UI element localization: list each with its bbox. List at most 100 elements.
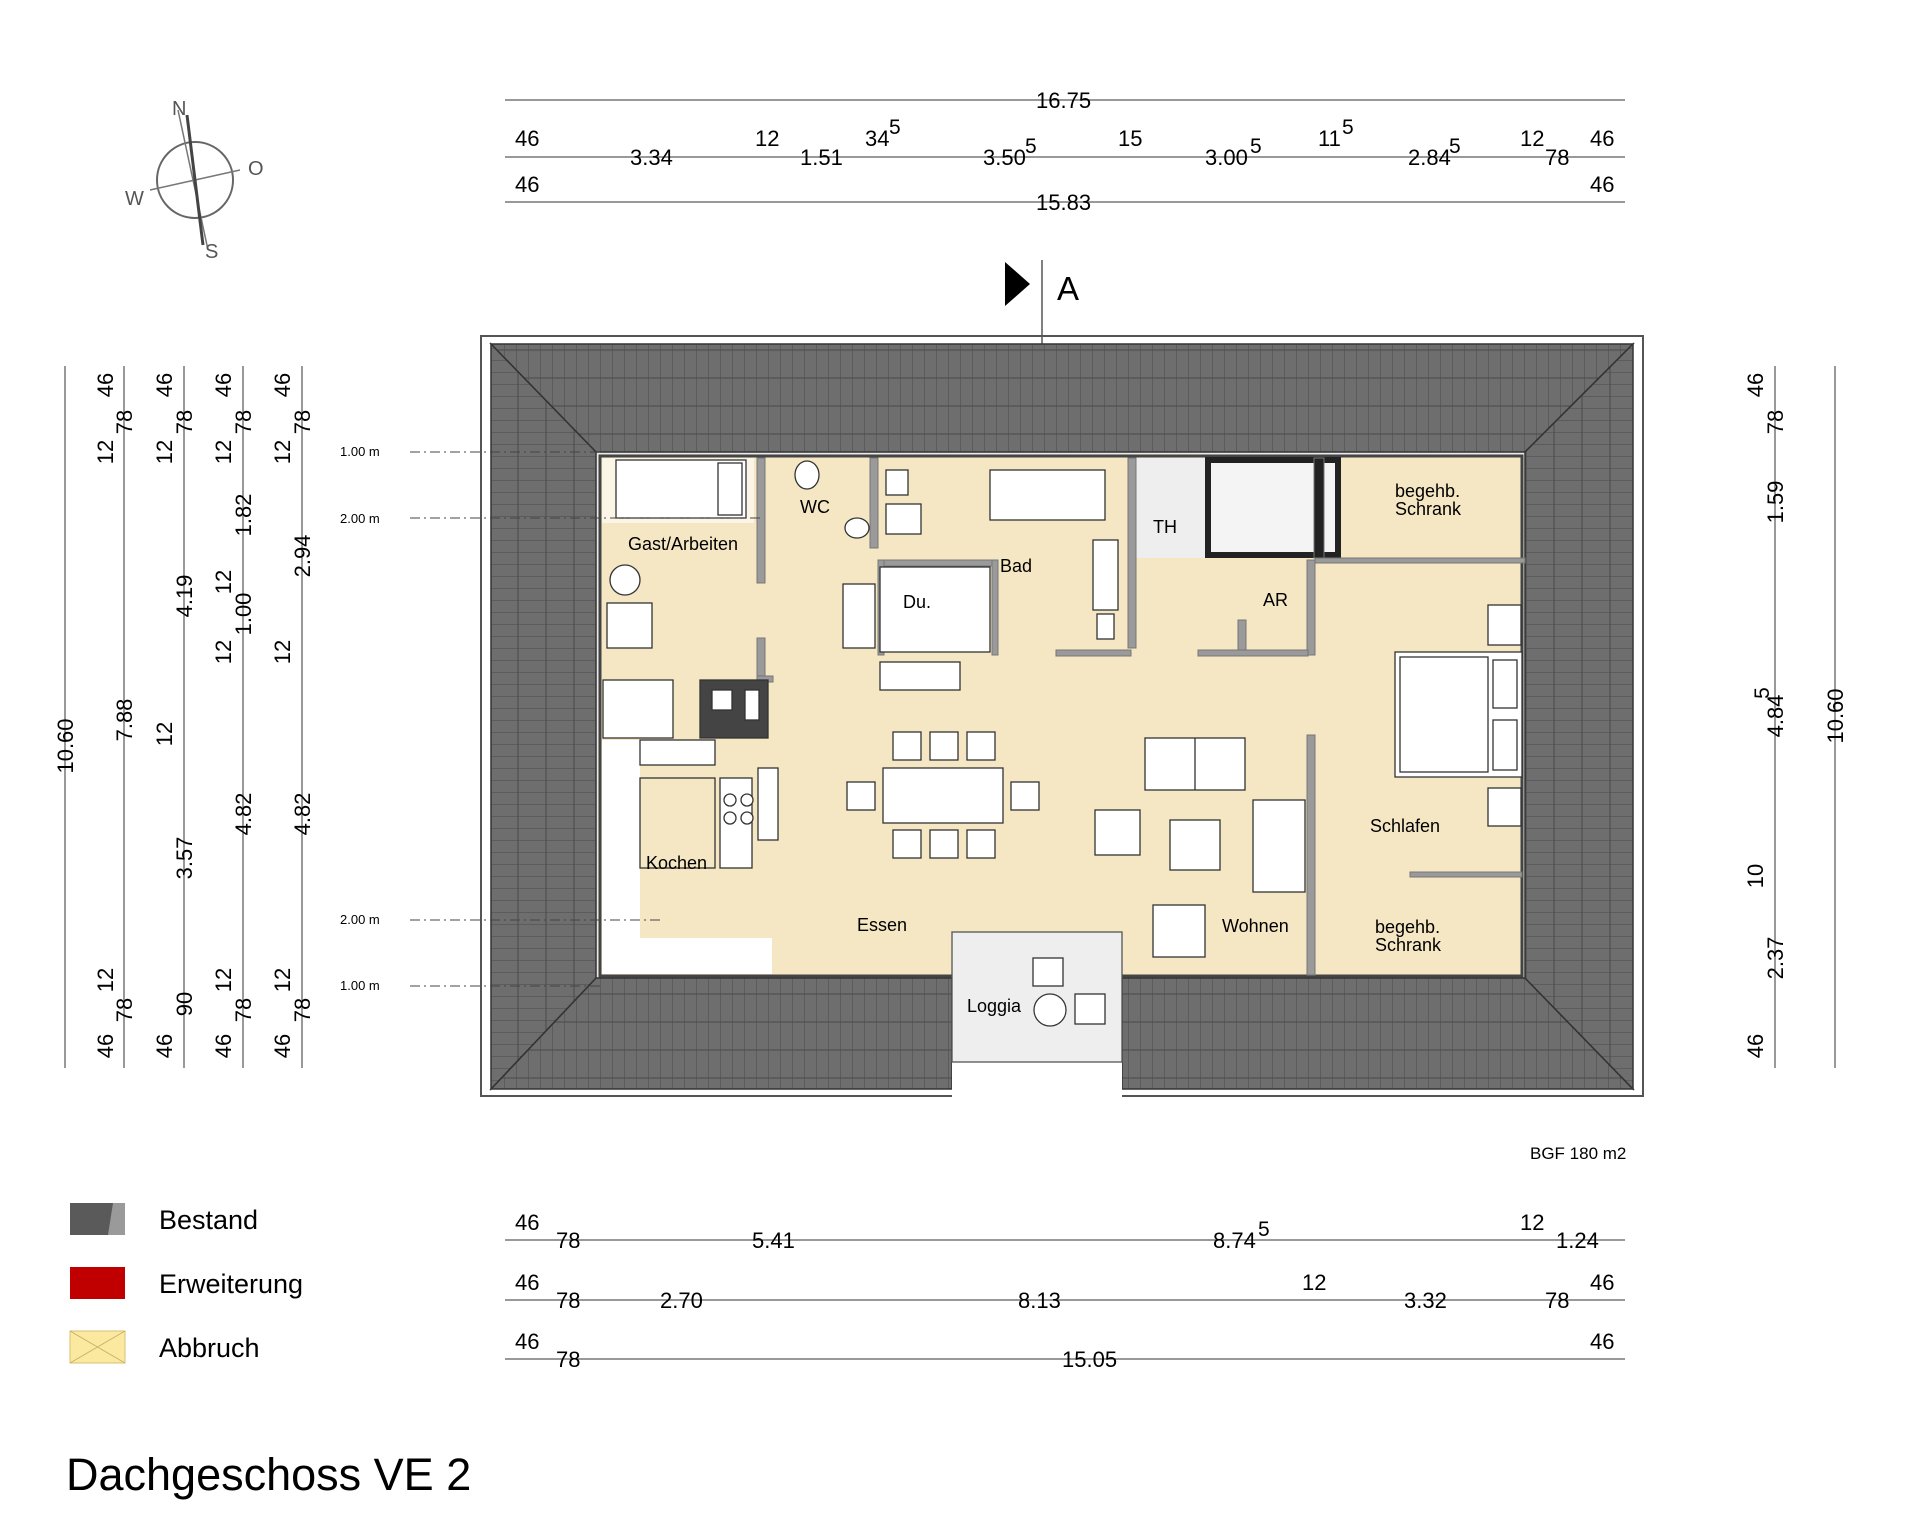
svg-text:1.51: 1.51 <box>800 145 843 170</box>
svg-text:3.50: 3.50 <box>983 145 1026 170</box>
svg-text:1.82: 1.82 <box>231 494 256 537</box>
svg-text:10.60: 10.60 <box>53 718 78 773</box>
level-label-4: 1.00 m <box>340 978 380 993</box>
svg-text:15.83: 15.83 <box>1036 190 1091 215</box>
svg-text:5.41: 5.41 <box>752 1228 795 1253</box>
svg-text:5: 5 <box>1025 135 1037 158</box>
svg-text:78: 78 <box>231 998 256 1022</box>
svg-text:78: 78 <box>112 410 137 434</box>
svg-text:2.70: 2.70 <box>660 1288 703 1313</box>
svg-text:78: 78 <box>1545 145 1569 170</box>
svg-text:8.74: 8.74 <box>1213 1228 1256 1253</box>
dimensions-right <box>1774 366 1836 1068</box>
compass-west-label: W <box>125 188 144 210</box>
svg-text:12: 12 <box>270 968 295 992</box>
room-kochen-label: Kochen <box>646 853 707 873</box>
compass-east-label: O <box>248 158 264 180</box>
svg-text:12: 12 <box>1520 1210 1544 1235</box>
svg-text:46: 46 <box>1743 1034 1768 1058</box>
svg-text:12: 12 <box>1520 126 1544 151</box>
room-th-label: TH <box>1153 517 1177 537</box>
svg-text:2.37: 2.37 <box>1763 937 1788 980</box>
dim-top-total: 16.75 <box>1036 88 1091 113</box>
svg-text:15.05: 15.05 <box>1062 1347 1117 1372</box>
svg-text:12: 12 <box>1302 1270 1326 1295</box>
svg-text:4.82: 4.82 <box>290 793 315 836</box>
drawing-title: Dachgeschoss VE 2 <box>66 1449 471 1500</box>
room-schrank-top-line1: begehb. <box>1395 481 1460 501</box>
svg-text:12: 12 <box>211 968 236 992</box>
legend-label-erweiterung: Erweiterung <box>159 1269 303 1299</box>
svg-text:3.32: 3.32 <box>1404 1288 1447 1313</box>
room-schrank-top-line2: Schrank <box>1395 499 1462 519</box>
svg-text:12: 12 <box>152 440 177 464</box>
svg-text:46: 46 <box>1590 1329 1614 1354</box>
svg-text:4.82: 4.82 <box>231 793 256 836</box>
svg-text:12: 12 <box>93 440 118 464</box>
svg-text:46: 46 <box>93 373 118 397</box>
svg-text:11: 11 <box>1318 126 1341 151</box>
svg-text:90: 90 <box>172 992 197 1016</box>
svg-text:12: 12 <box>211 570 236 594</box>
svg-text:15: 15 <box>1118 126 1142 151</box>
svg-text:78: 78 <box>556 1347 580 1372</box>
svg-text:5: 5 <box>1250 135 1262 158</box>
compass-north-label: N <box>172 98 186 120</box>
bgf-label: BGF 180 m2 <box>1530 1144 1626 1163</box>
svg-text:5: 5 <box>1449 135 1461 158</box>
svg-text:1.59: 1.59 <box>1763 481 1788 524</box>
svg-text:78: 78 <box>556 1288 580 1313</box>
legend-item-abbruch: Abbruch <box>69 1330 260 1364</box>
svg-text:46: 46 <box>515 1210 539 1235</box>
svg-text:78: 78 <box>172 410 197 434</box>
svg-text:4.19: 4.19 <box>172 575 197 618</box>
level-label-3: 2.00 m <box>340 912 380 927</box>
svg-text:5: 5 <box>1751 687 1774 699</box>
svg-text:46: 46 <box>515 1329 539 1354</box>
room-schrank-bot-line1: begehb. <box>1375 917 1440 937</box>
svg-text:46: 46 <box>152 1034 177 1058</box>
dimensions-bottom <box>505 1239 1625 1360</box>
svg-text:7.88: 7.88 <box>112 699 137 742</box>
level-label-2: 2.00 m <box>340 511 380 526</box>
svg-text:3.57: 3.57 <box>172 837 197 880</box>
svg-text:2.84: 2.84 <box>1408 145 1451 170</box>
legend-item-bestand: Bestand <box>70 1203 258 1235</box>
room-loggia-label: Loggia <box>967 996 1022 1016</box>
dimensions-top-text: 16.75 46 3.34 12 1.51 34 5 3.50 5 15 3.0… <box>515 88 1614 215</box>
legend-item-erweiterung: Erweiterung <box>70 1267 303 1299</box>
room-wc-label: WC <box>800 497 830 517</box>
compass-rose: N O S W <box>125 98 264 263</box>
svg-text:1.00: 1.00 <box>231 593 256 636</box>
svg-text:12: 12 <box>211 440 236 464</box>
svg-text:5: 5 <box>1342 116 1354 139</box>
section-marker-label: A <box>1057 270 1079 307</box>
svg-text:78: 78 <box>556 1228 580 1253</box>
level-label-1: 1.00 m <box>340 444 380 459</box>
dimensions-left <box>64 366 303 1068</box>
svg-text:12: 12 <box>755 126 779 151</box>
svg-text:10: 10 <box>1743 864 1768 888</box>
svg-text:46: 46 <box>1590 1270 1614 1295</box>
svg-text:46: 46 <box>1590 126 1614 151</box>
svg-text:78: 78 <box>290 998 315 1022</box>
svg-text:5: 5 <box>1258 1218 1270 1241</box>
svg-text:12: 12 <box>270 440 295 464</box>
room-bad-label: Bad <box>1000 556 1032 576</box>
svg-text:46: 46 <box>270 373 295 397</box>
svg-text:46: 46 <box>1590 172 1614 197</box>
dimensions-top <box>505 99 1625 203</box>
svg-text:46: 46 <box>515 1270 539 1295</box>
legend: Bestand Erweiterung Abbruch <box>69 1203 303 1364</box>
svg-text:12: 12 <box>93 968 118 992</box>
legend-label-bestand: Bestand <box>159 1205 258 1235</box>
svg-text:8.13: 8.13 <box>1018 1288 1061 1313</box>
svg-text:46: 46 <box>152 373 177 397</box>
svg-text:78: 78 <box>112 998 137 1022</box>
svg-text:2.94: 2.94 <box>290 535 315 578</box>
svg-text:78: 78 <box>231 410 256 434</box>
walls <box>756 457 1526 976</box>
legend-label-abbruch: Abbruch <box>159 1333 260 1363</box>
dimensions-left-text: 10.60 46 78 12 7.88 12 78 46 46 78 12 4.… <box>53 373 315 1058</box>
